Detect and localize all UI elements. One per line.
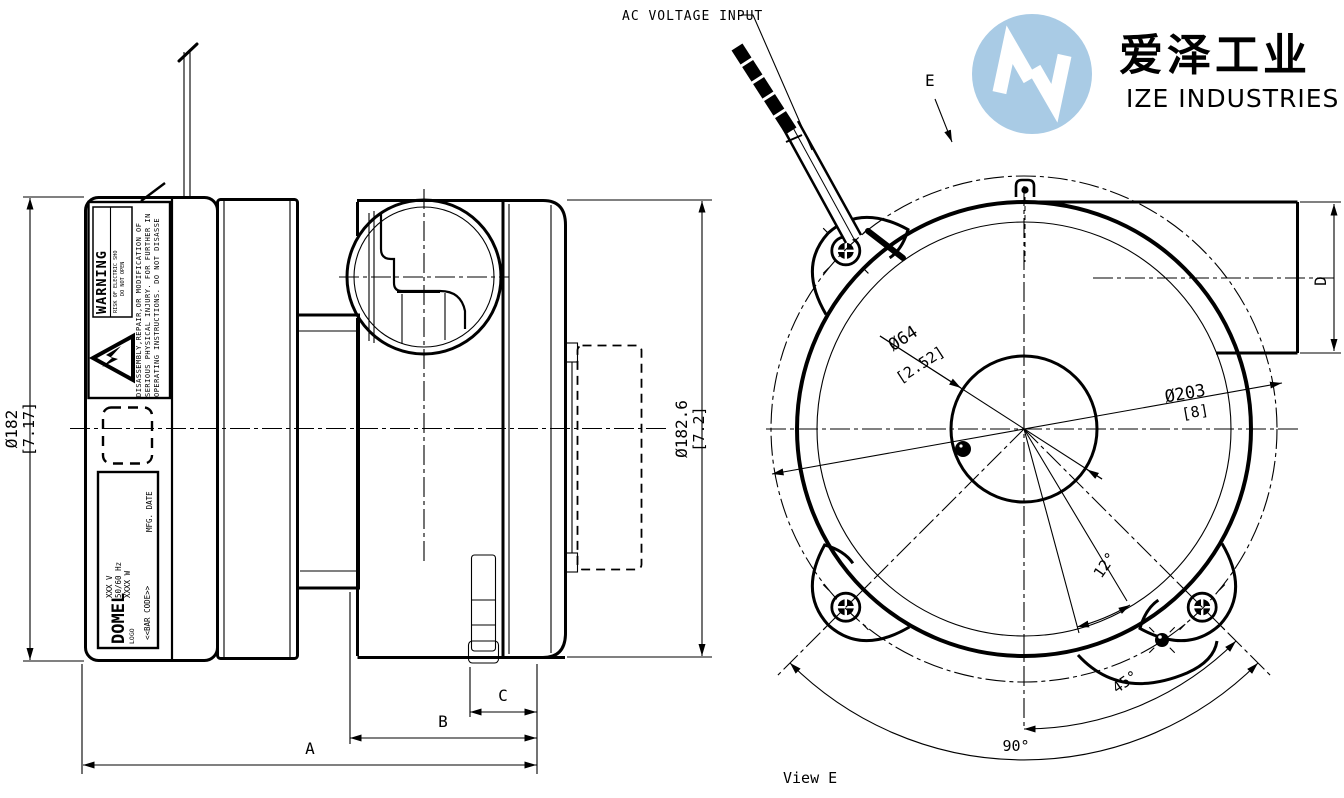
dim-dia-right: Ø182.6 [7.2] bbox=[567, 199, 712, 658]
outlet-lip-bottom bbox=[564, 552, 579, 573]
mount-flap bbox=[1076, 640, 1219, 685]
nameplate-brand: DOMEL bbox=[109, 593, 129, 644]
view-direction-label: E bbox=[925, 71, 935, 90]
warning-para3: OPERATING INSTRUCTIONS. DO NOT DISASSE bbox=[153, 218, 161, 397]
dim-a-label: A bbox=[305, 739, 315, 758]
dim-dia-outer-inches: [8] bbox=[1180, 401, 1210, 423]
outlet-lip-top bbox=[564, 342, 579, 363]
nameplate-power: XXXX W bbox=[123, 570, 132, 598]
dim-angle-12: 12° bbox=[1023, 428, 1131, 634]
dim-b-label: B bbox=[438, 712, 448, 731]
rivet-dot bbox=[1155, 633, 1169, 647]
cable-strands bbox=[731, 43, 797, 135]
logo-en-text: IZE INDUSTRIES bbox=[1126, 84, 1339, 113]
warning-title: WARNING bbox=[94, 250, 110, 314]
cable-clamp bbox=[865, 228, 906, 261]
shaft-dot bbox=[955, 441, 971, 457]
ac-input-label: AC VOLTAGE INPUT bbox=[622, 9, 763, 24]
hidden-connector-rect bbox=[101, 406, 154, 465]
dim-dia-hole-value: Ø64 bbox=[885, 322, 922, 356]
dim-d: D bbox=[1300, 201, 1341, 354]
dim-angle-90-label: 90° bbox=[1002, 737, 1029, 755]
nameplate-barcode: <<BAR CODE>> bbox=[143, 585, 152, 640]
warning-para1: DISASSEMBLY,REPAIR,OR MODIFICATION OF bbox=[135, 223, 143, 397]
dim-dia-left: Ø182 [7.17] bbox=[2, 196, 84, 662]
side-view: WARNING RISK OF ELECTRIC SHO DO NOT OPEN… bbox=[2, 42, 712, 774]
dim-dia-left-value: Ø182 bbox=[2, 410, 21, 449]
nameplate-frequency: 50/60 Hz bbox=[114, 562, 123, 598]
nameplate-logo: LOGO bbox=[128, 628, 136, 644]
front-view: D Ø203 [8] Ø64 [2.52] 12° 45° bbox=[731, 43, 1341, 761]
warning-label: WARNING RISK OF ELECTRIC SHO DO NOT OPEN… bbox=[87, 200, 172, 400]
flange-section bbox=[296, 313, 360, 590]
nameplate-voltage: XXX V bbox=[105, 575, 114, 598]
bottom-flange-lines bbox=[472, 599, 496, 626]
view-direction-arrow bbox=[934, 98, 953, 143]
dim-d-label: D bbox=[1311, 276, 1330, 286]
dim-dia-hole: Ø64 [2.52] bbox=[879, 322, 1103, 480]
warning-line2: DO NOT OPEN bbox=[120, 262, 126, 296]
dim-dia-right-inches: [7.2] bbox=[690, 406, 708, 451]
lead-wire-tip bbox=[177, 42, 199, 63]
view-e-label: View E bbox=[783, 769, 837, 787]
inlet-inner-lines bbox=[401, 293, 446, 344]
dim-abc: C B A bbox=[81, 592, 538, 774]
inlet-step-contour bbox=[379, 214, 467, 329]
bottom-flange bbox=[470, 554, 497, 652]
dim-dia-right-value: Ø182.6 bbox=[672, 400, 691, 458]
diag-centerline-right bbox=[1023, 428, 1273, 678]
lead-wire bbox=[183, 52, 191, 198]
ac-input-leader bbox=[741, 14, 813, 151]
dim-dia-left-inches: [7.17] bbox=[20, 402, 38, 456]
flange-edge-lines bbox=[298, 330, 357, 572]
nameplate-mfg-date: MFG. DATE bbox=[145, 491, 154, 532]
housing-outline bbox=[356, 199, 565, 659]
dim-c-label: C bbox=[498, 686, 508, 705]
dim-dia-outer: Ø203 [8] bbox=[771, 381, 1283, 476]
nameplate-label: DOMEL LOGO XXX V 50/60 Hz XXXX W MFG. DA… bbox=[96, 470, 160, 650]
hidden-outlet-rect bbox=[576, 344, 643, 571]
warning-para2: SERIOUS PHYSICAL INJURY. FOR FURTHER IN bbox=[144, 213, 152, 397]
top-tab-hole bbox=[1021, 186, 1029, 194]
bottom-flange-foot bbox=[467, 640, 500, 664]
company-logo: 爱泽工业 IZE INDUSTRIES bbox=[972, 14, 1339, 134]
power-cable bbox=[731, 43, 906, 261]
dim-angle-12-label: 12° bbox=[1090, 549, 1120, 582]
logo-n-icon bbox=[992, 25, 1072, 123]
logo-cn-text: 爱泽工业 bbox=[1119, 30, 1311, 81]
dim-angle-90: 90° bbox=[789, 662, 1259, 761]
warning-line1: RISK OF ELECTRIC SHO bbox=[113, 251, 119, 313]
